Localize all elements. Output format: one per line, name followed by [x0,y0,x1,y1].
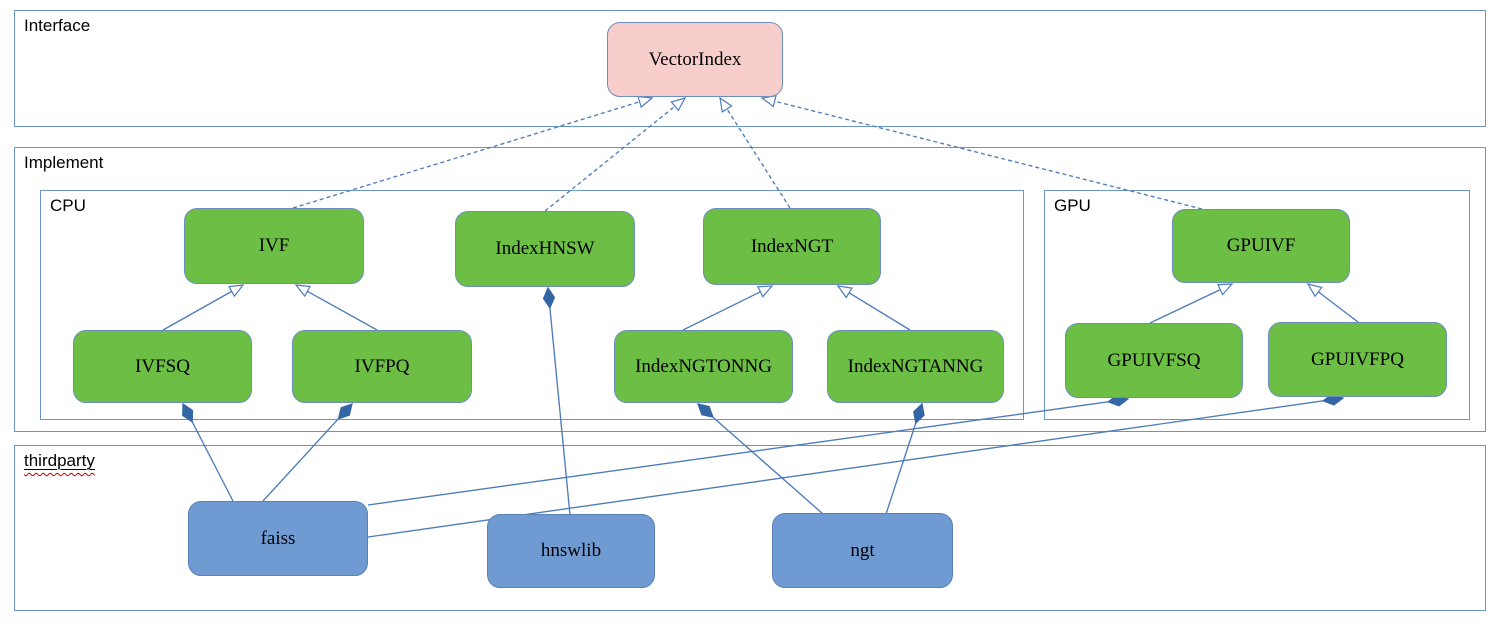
node-indexhnsw[interactable]: IndexHNSW [455,211,635,287]
container-thirdparty-label: thirdparty [24,451,95,470]
node-faiss[interactable]: faiss [188,501,368,576]
node-hnswlib[interactable]: hnswlib [487,514,655,588]
node-indexngtanng[interactable]: IndexNGTANNG [827,330,1004,403]
node-label: IndexNGT [750,235,834,257]
node-gpuivfsq[interactable]: GPUIVFSQ [1065,323,1243,398]
node-label: IVFSQ [135,355,190,377]
node-indexngtonng[interactable]: IndexNGTONNG [614,330,793,403]
node-label: IVFPQ [354,355,410,377]
node-gpuivf[interactable]: GPUIVF [1172,209,1350,283]
node-indexngt[interactable]: IndexNGT [703,208,881,285]
node-gpuivfpq[interactable]: GPUIVFPQ [1268,322,1447,397]
node-label: IndexNGTONNG [635,355,772,377]
node-label: ngt [850,539,875,561]
node-label: VectorIndex [648,48,742,70]
container-interface-label: Interface [24,16,91,35]
node-ngt[interactable]: ngt [772,513,953,588]
node-label: IndexNGTANNG [847,355,984,377]
node-vectorindex[interactable]: VectorIndex [607,22,783,97]
node-label: GPUIVFSQ [1107,349,1201,371]
node-label: IndexHNSW [495,238,595,259]
node-ivfsq[interactable]: IVFSQ [73,330,252,403]
node-label: IVF [258,235,290,256]
node-label: GPUIVFPQ [1311,348,1404,370]
container-gpu-label: GPU [1054,196,1091,215]
node-label: hnswlib [540,540,602,561]
node-ivfpq[interactable]: IVFPQ [292,330,472,403]
container-cpu-label: CPU [50,196,86,215]
node-label: faiss [260,527,296,549]
node-label: GPUIVF [1226,235,1296,256]
container-implement-label: Implement [24,153,104,172]
node-ivf[interactable]: IVF [184,208,364,284]
